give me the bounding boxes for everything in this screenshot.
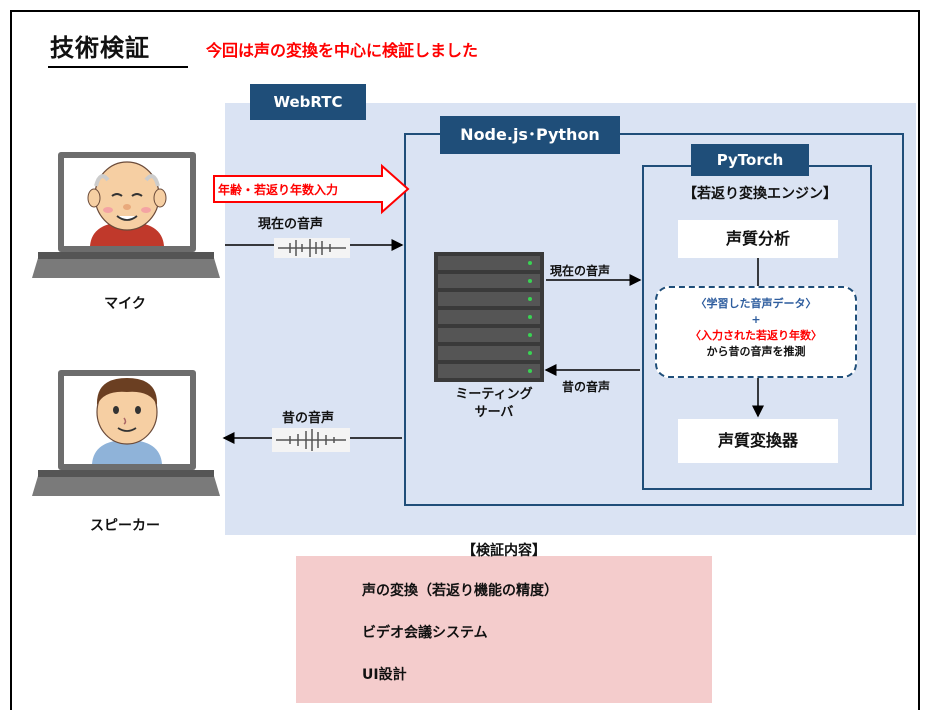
voice-analysis-box: 声質分析 <box>678 220 838 258</box>
infer-line-training: 〈学習した音声データ〉 <box>695 297 817 310</box>
grandpa-face-icon <box>87 161 167 246</box>
speaker-caption: スピーカー <box>90 518 160 534</box>
current-voice-label: 現在の音声 <box>258 217 324 232</box>
node-python-label: Node.js･Python <box>440 116 620 154</box>
old-voice-label-2: 昔の音声 <box>562 380 611 394</box>
server-rack-icon <box>434 252 544 382</box>
verification-item: UI設計 <box>362 667 407 683</box>
laptop-speaker-icon <box>32 370 220 496</box>
engine-title: 【若返り変換エンジン】 <box>683 186 837 202</box>
verification-item: 声の変換（若返り機能の精度） <box>362 583 558 599</box>
old-voice-label: 昔の音声 <box>282 411 335 426</box>
infer-line-predict: から昔の音声を推測 <box>706 345 806 358</box>
webrtc-label: WebRTC <box>250 84 366 120</box>
laptop-mic-icon <box>32 152 220 278</box>
voice-converter-box: 声質変換器 <box>678 419 838 463</box>
verification-box <box>296 556 712 703</box>
node-python-container <box>404 133 904 506</box>
young-man-face-icon <box>92 378 162 464</box>
current-voice-label-2: 現在の音声 <box>550 264 611 278</box>
mic-caption: マイク <box>104 296 146 312</box>
pytorch-label: PyTorch <box>691 144 809 176</box>
inference-box: 〈学習した音声データ〉 + 〈入力された若返り年数〉 から昔の音声を推測 <box>655 286 857 378</box>
waveform-current-icon <box>274 238 350 258</box>
verification-item: ビデオ会議システム <box>362 625 488 641</box>
age-input-arrow <box>213 163 410 215</box>
outer-frame <box>10 10 920 710</box>
verification-title: 【検証内容】 <box>462 543 546 559</box>
infer-line-years: 〈入力された若返り年数〉 <box>690 329 822 342</box>
age-input-label: 年齢・若返り年数入力 <box>218 183 339 197</box>
server-label-line2: サーバ <box>474 405 514 420</box>
infer-plus: + <box>751 313 761 326</box>
page-title: 技術検証 <box>50 34 150 62</box>
page-subtitle: 今回は声の変換を中心に検証しました <box>206 41 479 60</box>
server-label-line1: ミーティング <box>455 387 533 402</box>
title-underline <box>48 66 188 68</box>
waveform-old-icon <box>272 428 350 452</box>
